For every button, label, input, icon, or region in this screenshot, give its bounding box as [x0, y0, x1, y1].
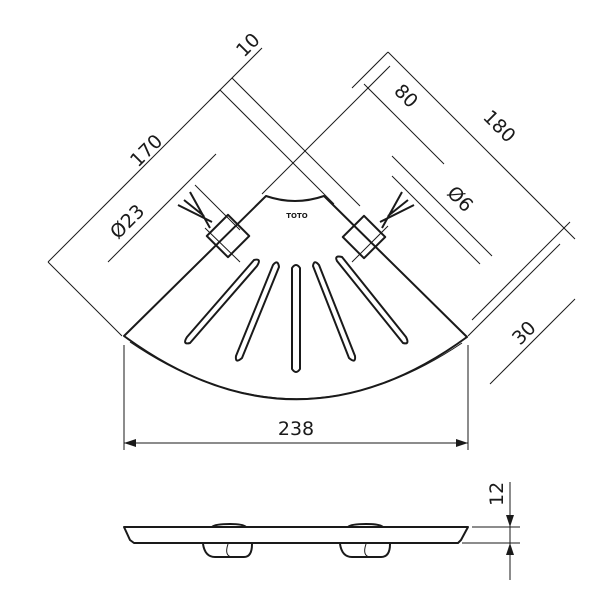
dim-depth-left: 170 [126, 130, 167, 171]
dim-offset: 10 [232, 29, 265, 62]
foot [339, 543, 391, 558]
dimension-lines [47, 47, 576, 580]
screw-icon [379, 191, 415, 229]
drain-slot [335, 255, 409, 345]
dim-bracket-offset: 30 [508, 317, 541, 350]
dim-bracket-diameter: Ø23 [106, 200, 149, 243]
brand-mark: TOTO [286, 212, 308, 220]
dim-width: 238 [278, 418, 314, 440]
shelf-side-view [123, 523, 469, 558]
drain-slot [312, 261, 357, 362]
shelf-top-view: TOTO [123, 191, 468, 401]
dim-thickness: 12 [486, 482, 508, 506]
shelf-front-lip [129, 341, 463, 400]
drain-slot [291, 264, 301, 373]
left-bracket [177, 191, 251, 263]
dim-bracket-spacing: 80 [389, 80, 422, 113]
drain-slot [184, 258, 260, 345]
dim-depth-right: 180 [478, 106, 519, 147]
drain-slots [184, 255, 409, 373]
drain-slot [234, 261, 280, 362]
right-bracket [341, 191, 415, 263]
foot [202, 543, 253, 558]
screw-icon [177, 191, 213, 229]
